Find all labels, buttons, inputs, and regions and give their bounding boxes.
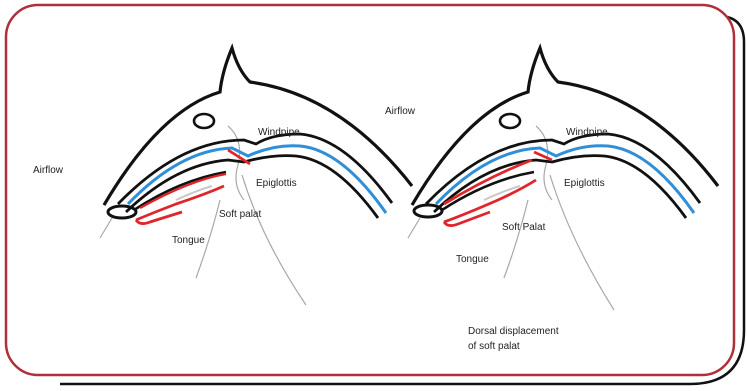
- label-epiglottis: Epiglottis: [256, 178, 297, 189]
- label-tongue: Tongue: [456, 254, 489, 265]
- label-airflow: Airflow: [385, 106, 416, 117]
- caption-line-2: of soft palat: [468, 341, 520, 352]
- caption-line-1: Dorsal displacement: [468, 326, 559, 337]
- label-windpipe: Windpipe: [258, 127, 300, 138]
- label-soft-palate: Soft Palat: [502, 222, 546, 233]
- label-soft-palate: Soft palat: [219, 209, 261, 220]
- label-windpipe: Windpipe: [566, 127, 608, 138]
- label-tongue: Tongue: [172, 235, 205, 246]
- label-epiglottis: Epiglottis: [564, 178, 605, 189]
- label-airflow: Airflow: [33, 165, 64, 176]
